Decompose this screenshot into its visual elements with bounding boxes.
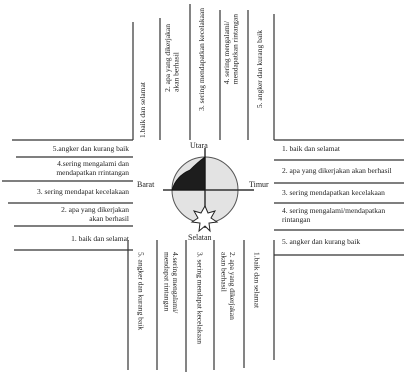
north-west-sector: [171, 156, 206, 191]
west-label: Barat: [137, 180, 155, 189]
bottom-label-3: 3. sering mendapat kecelakaan: [195, 252, 205, 345]
bottom-label-4: 4.sering mengalami/ mendapat rintangan: [162, 252, 181, 314]
left-label-1: 1. baik dan selamat: [71, 234, 129, 243]
north-label: Utara: [190, 141, 208, 150]
right-label-4: 4. sering mengalami/mendapatkan rintanga…: [282, 206, 386, 224]
bottom-label-5: 5. angker dan kurang baik: [136, 252, 146, 331]
top-label-4: 4. sering mengalami/ mendapatkan rintang…: [222, 14, 240, 85]
right-label-5: 5. angker dan kurang baik: [282, 237, 361, 246]
right-label-1: 1. baik dan selamat: [282, 144, 340, 153]
left-label-3: 3. sering mendapat kecelakaan: [36, 187, 129, 196]
top-label-3: 3. sering mendapatkan kecelakaan: [197, 8, 206, 111]
south-label: Selatan: [188, 233, 212, 242]
left-label-2: 2. apa yang dikerjakan akan berhasil: [61, 205, 129, 223]
top-label-2: 2. apa yang dikerjakan akan berhasil: [163, 24, 181, 92]
bottom-label-2: 2. apa yang dikerjakan akan berhasil: [219, 252, 238, 320]
right-label-2: 2. apa yang dikerjakan akan berhasil: [282, 166, 392, 175]
right-label-3: 3. sering mendapatkan kecelakaan: [282, 188, 385, 197]
left-label-5: 5.angker dan kurang baik: [52, 144, 129, 153]
starburst-icon: [190, 204, 219, 233]
left-label-4: 4.sering mengalami dan mendapatkan rrint…: [56, 159, 129, 177]
top-label-5: 5. angker dan kurang baik: [255, 30, 264, 109]
top-label-1: 1.baik dan selamat: [138, 82, 147, 139]
bottom-label-1: 1.baik dan selamat: [252, 252, 262, 309]
east-label: Timur: [249, 180, 269, 189]
